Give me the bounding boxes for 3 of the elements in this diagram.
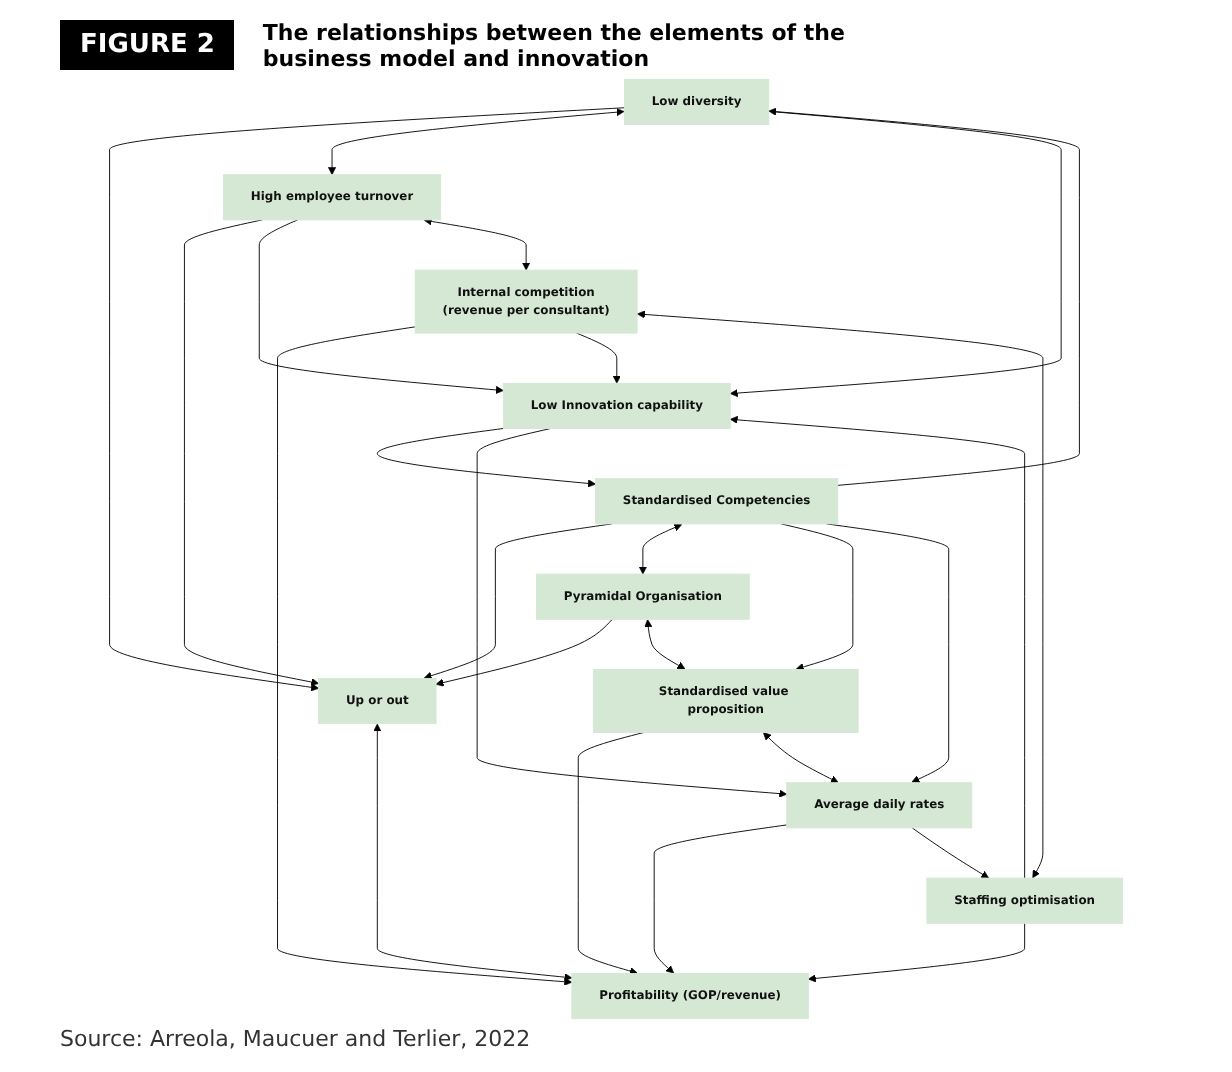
figure-label: FIGURE 2 [60, 20, 235, 70]
title: The relationships between the elements of the business model and innovation [262, 20, 847, 72]
caption: Source: Arreola, Maucuer and Terlier, 2022 [60, 1026, 533, 1052]
